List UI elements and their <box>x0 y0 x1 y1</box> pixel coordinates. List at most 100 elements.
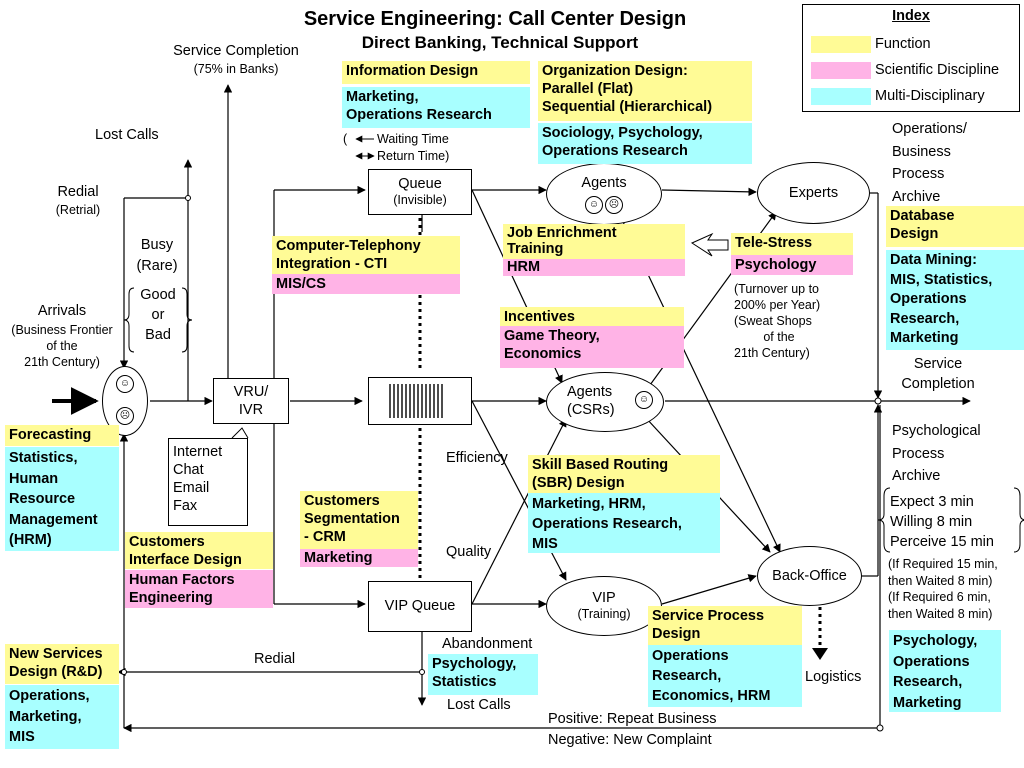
job-enrichment-box: Job Enrichment Training <box>503 224 685 260</box>
page-subtitle: Direct Banking, Technical Support <box>361 33 639 52</box>
customers-interface-disc-box: Human Factors Engineering <box>125 570 273 608</box>
return-time-label: Return Time) <box>377 149 450 163</box>
waiting-time-label: Waiting Time <box>377 132 449 146</box>
queue-node: Queue (Invisible) <box>368 169 472 215</box>
job-disc-box: HRM <box>503 259 685 276</box>
or-label: or <box>151 307 165 323</box>
new-services-disc-box: Operations, Marketing, MIS <box>5 685 119 749</box>
good-label: Good <box>140 287 176 303</box>
index-label-scientific: Scientific Discipline <box>875 62 1000 78</box>
tele-disc-box: Psychology <box>731 255 853 275</box>
tele-stress-box: Tele-Stress <box>731 233 853 255</box>
ops-archive-1: Operations/ <box>892 121 967 137</box>
customers-seg-box: Customers Segmentation - CRM <box>300 491 418 549</box>
ivr-label: IVR <box>238 402 264 418</box>
queue-sub-label: (Invisible) <box>393 193 447 207</box>
back-office-node: Back-Office <box>757 546 862 606</box>
org-disc-box: Sociology, Psychology, Operations Resear… <box>538 123 752 164</box>
negative-label: Negative: New Complaint <box>548 732 712 748</box>
ops-archive-4: Archive <box>892 188 941 205</box>
expect-1: Expect 3 min <box>890 494 974 510</box>
abandonment-label: Abandonment <box>442 636 533 652</box>
vru-label: VRU/ <box>233 384 269 400</box>
incentives-box: Incentives <box>500 307 684 327</box>
agents-csrs-node: Agents (CSRs) ☺ <box>546 372 664 432</box>
index-legend: Index Function Scientific Discipline Mul… <box>802 4 1020 112</box>
channel-chat: Chat <box>173 462 204 478</box>
agents-mid-label: Agents <box>567 384 613 400</box>
expect-times: Expect 3 min Willing 8 min Perceive 15 m… <box>890 492 994 552</box>
psych-archive-1: Psychological <box>892 423 981 439</box>
psych-stats-box: Psychology, Statistics <box>428 654 538 695</box>
service-completion-right-2: Completion <box>901 376 975 392</box>
customers-interface-box: Customers Interface Design <box>125 532 273 569</box>
turnover-note: (Turnover up to 200% per Year) (Sweat Sh… <box>734 281 824 361</box>
rare-label: (Rare) <box>136 258 178 274</box>
arrivals-sub-3: 21th Century) <box>24 355 100 369</box>
vip-sub-label: (Training) <box>577 607 631 621</box>
cti-disc-box: MIS/CS <box>272 274 460 294</box>
required-2: then Waited 8 min) <box>888 573 993 588</box>
arrivals-sub-2: of the <box>46 339 78 353</box>
queue-bars-node <box>368 377 472 425</box>
required-3: (If Required 6 min, <box>888 590 991 604</box>
database-design-box: Database Design <box>886 206 1024 247</box>
experts-node: Experts <box>757 162 870 224</box>
channel-fax: Fax <box>173 498 198 514</box>
lost-calls-bottom-label: Lost Calls <box>447 697 511 713</box>
required-times: (If Required 15 min, then Waited 8 min) … <box>888 556 998 622</box>
forecasting-box: Forecasting <box>5 425 119 446</box>
service-process-box: Service Process Design <box>648 606 802 645</box>
ops-archive: Operations/ Business Process Archive <box>892 118 967 208</box>
happy-face-icon: ☺ <box>116 375 134 393</box>
arrivals-label: Arrivals <box>37 303 87 319</box>
agents-top-node: Agents ☺ ☹ <box>546 163 662 225</box>
index-label-multi: Multi-Disciplinary <box>875 88 985 104</box>
vip-queue-node: VIP Queue <box>368 581 472 632</box>
cti-box: Computer-Telephony Integration - CTI <box>272 236 460 274</box>
expect-3: Perceive 15 min <box>890 534 994 550</box>
lost-calls-top-label: Lost Calls <box>95 127 159 143</box>
channel-internet: Internet <box>173 444 223 460</box>
turnover-4: of the <box>763 330 795 344</box>
service-completion-right-1: Service <box>913 356 963 372</box>
efficiency-label: Efficiency <box>446 450 508 466</box>
sbr-disc-box: Marketing, HRM, Operations Research, MIS <box>528 493 720 553</box>
index-title: Index <box>892 8 930 24</box>
logistics-label: Logistics <box>805 669 862 685</box>
new-services-box: New Services Design (R&D) <box>5 644 119 684</box>
ops-archive-2: Business <box>892 143 951 160</box>
service-completion-top-label: Service Completion <box>173 43 299 59</box>
sad-face-icon: ☹ <box>116 407 134 425</box>
redial-bottom-label: Redial <box>254 651 296 667</box>
channels-callout: Internet Chat Email Fax <box>168 438 248 526</box>
required-1: (If Required 15 min, <box>888 557 998 571</box>
quality-label: Quality <box>446 544 492 560</box>
waiting-prefix: ( <box>343 132 348 146</box>
redial-label: Redial <box>57 184 99 200</box>
psych-archive-2: Process <box>892 445 945 462</box>
happy-face-icon: ☺ <box>635 391 653 409</box>
forecasting-disc-box: Statistics, Human Resource Management (H… <box>5 447 119 551</box>
info-design-box: Information Design <box>342 61 530 84</box>
service-completion-pct: (75% in Banks) <box>193 62 279 76</box>
incentives-disc-box: Game Theory, Economics <box>500 326 684 368</box>
agents-top-label: Agents <box>581 175 627 191</box>
data-mining-box: Data Mining: MIS, Statistics, Operations… <box>886 250 1024 350</box>
turnover-3: (Sweat Shops <box>734 314 812 328</box>
turnover-1: (Turnover up to <box>734 282 819 296</box>
index-label-function: Function <box>875 36 931 52</box>
busy-label: Busy <box>140 237 174 253</box>
index-swatch-scientific <box>811 62 871 79</box>
psych-archive: Psychological Process Archive <box>892 420 981 488</box>
ops-archive-3: Process <box>892 166 945 182</box>
vip-node: VIP (Training) <box>546 576 662 636</box>
index-swatch-function <box>811 36 871 53</box>
sad-face-icon: ☹ <box>605 196 623 214</box>
expect-2: Willing 8 min <box>890 514 973 530</box>
service-process-disc-box: Operations Research, Economics, HRM <box>648 645 802 707</box>
customers-node: ☺ ☹ <box>102 366 148 436</box>
info-disc-box: Marketing, Operations Research <box>342 87 530 128</box>
sbr-box: Skill Based Routing (SBR) Design <box>528 455 720 493</box>
positive-label: Positive: Repeat Business <box>548 711 717 727</box>
